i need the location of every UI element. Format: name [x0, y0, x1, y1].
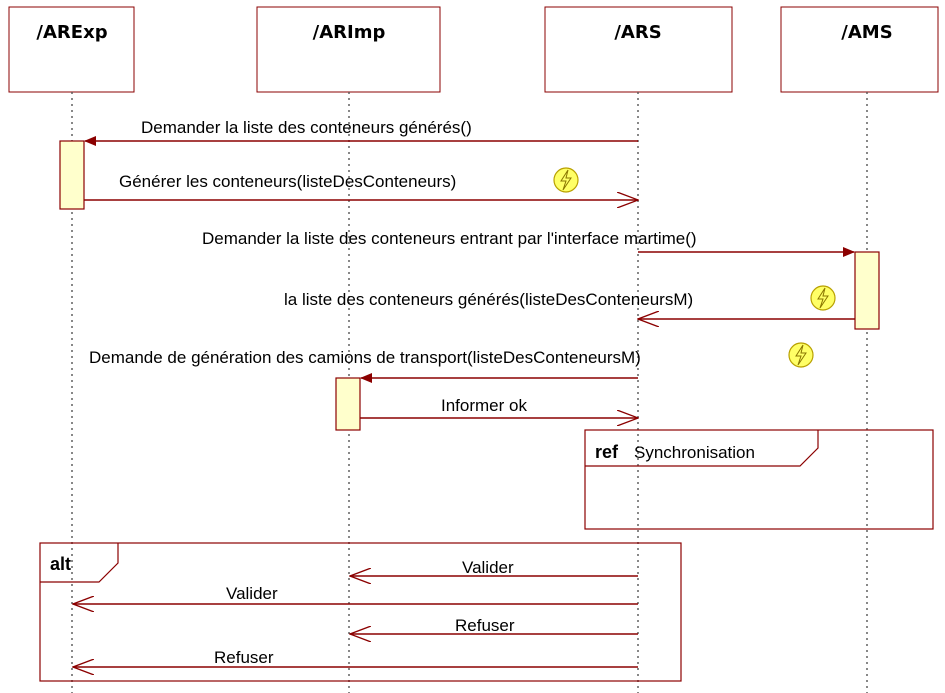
- message-label: Demander la liste des conteneurs entrant…: [202, 229, 697, 248]
- message-liste-generes[interactable]: la liste des conteneurs générés(listeDes…: [284, 285, 855, 319]
- message-label: Demander la liste des conteneurs générés…: [141, 118, 472, 137]
- message-label: Refuser: [455, 616, 515, 635]
- lifeline-box: [8, 6, 135, 93]
- lifeline-ams[interactable]: /AMS: [780, 6, 939, 693]
- lifeline-title: /ARExp: [36, 22, 107, 43]
- message-demander-liste[interactable]: Demander la liste des conteneurs générés…: [84, 118, 638, 146]
- frame-border: [584, 429, 934, 530]
- message-valider-arexp[interactable]: Valider: [73, 584, 638, 604]
- lifeline-title: /AMS: [841, 22, 892, 43]
- frame-name: Synchronisation: [634, 443, 755, 462]
- message-label: Valider: [462, 558, 514, 577]
- frame-border: [39, 542, 682, 682]
- lightning-icon: [810, 285, 836, 311]
- frame-tab: [585, 430, 819, 467]
- lifeline-box: [780, 6, 939, 93]
- message-label: Générer les conteneurs(listeDesConteneur…: [119, 172, 456, 191]
- message-valider-arimp[interactable]: Valider: [350, 558, 638, 577]
- message-informer-ok[interactable]: Informer ok: [360, 396, 638, 418]
- lifeline-title: /ARImp: [313, 22, 386, 43]
- lifeline-box: [544, 6, 733, 93]
- message-label: Informer ok: [441, 396, 527, 415]
- message-label: Demande de génération des camions de tra…: [89, 348, 641, 367]
- frame-keyword: ref: [595, 442, 619, 462]
- message-label: Valider: [226, 584, 278, 603]
- activation-bar-arimp[interactable]: [335, 377, 361, 431]
- activation-bar-arexp[interactable]: [59, 140, 85, 210]
- frame-keyword: alt: [50, 554, 71, 574]
- message-label: la liste des conteneurs générés(listeDes…: [284, 290, 693, 309]
- alt-frame[interactable]: alt: [39, 542, 682, 682]
- ref-frame-synchronisation[interactable]: ref Synchronisation: [584, 429, 934, 530]
- message-demander-entrant[interactable]: Demander la liste des conteneurs entrant…: [202, 229, 855, 257]
- message-generer[interactable]: Générer les conteneurs(listeDesConteneur…: [84, 167, 638, 200]
- frame-tab: [40, 543, 119, 583]
- lifeline-title: /ARS: [614, 22, 661, 43]
- lightning-icon: [788, 342, 814, 368]
- message-label: Refuser: [214, 648, 274, 667]
- lifeline-arexp[interactable]: /ARExp: [8, 6, 135, 693]
- activation-bar-ams[interactable]: [854, 251, 880, 330]
- message-demande-camions[interactable]: Demande de génération des camions de tra…: [89, 342, 814, 383]
- lightning-icon: [553, 167, 579, 193]
- lifeline-ars[interactable]: /ARS: [544, 6, 733, 693]
- message-refuser-arexp[interactable]: Refuser: [73, 648, 638, 667]
- lifeline-box: [256, 6, 441, 93]
- message-refuser-arimp[interactable]: Refuser: [350, 616, 638, 635]
